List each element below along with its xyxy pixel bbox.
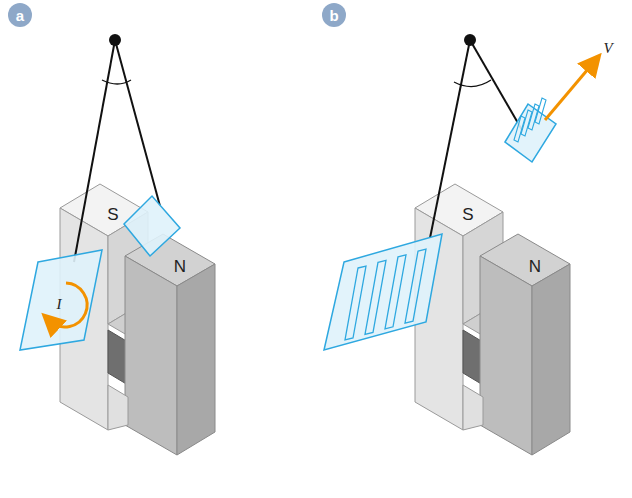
current-label: I	[57, 297, 62, 312]
pole-label: N	[174, 258, 186, 275]
slot	[345, 266, 366, 340]
slot	[514, 116, 525, 142]
panel-badge: a	[8, 3, 32, 27]
pole-label: N	[529, 258, 541, 275]
slot	[521, 110, 532, 136]
velocity-label: V	[603, 41, 612, 56]
slot	[528, 104, 539, 130]
pole-label: S	[107, 206, 118, 223]
panel-letter: b	[329, 8, 338, 23]
pendulum-a	[20, 34, 180, 350]
slot	[365, 260, 386, 334]
panel-badge: b	[322, 3, 346, 27]
pole-label: S	[462, 206, 473, 223]
slot	[385, 255, 406, 329]
pendulum-b	[324, 34, 594, 350]
panel-letter: a	[16, 8, 24, 23]
slot	[535, 98, 546, 124]
horseshoe-magnet	[415, 184, 570, 455]
slot	[405, 249, 426, 323]
